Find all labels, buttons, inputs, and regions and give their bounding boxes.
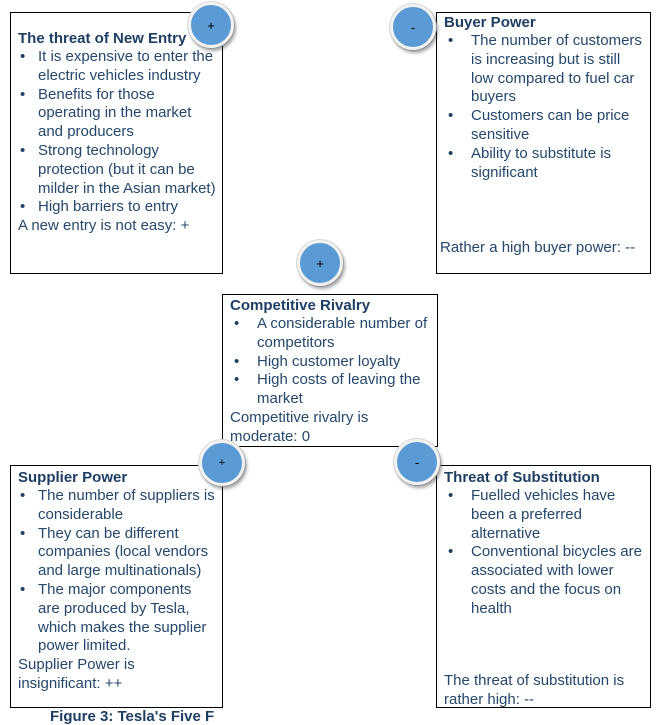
plus-sign-icon: + — [218, 457, 226, 469]
supplier-power-summary: Supplier Power is insignificant: ++ — [18, 656, 135, 692]
supplier-power-rating-badge: + — [199, 440, 245, 486]
list-item: They can be different companies (local v… — [18, 525, 216, 581]
supplier-power-list: The number of suppliers is considerable … — [18, 487, 216, 656]
rivalry-title: Competitive Rivalry — [230, 297, 371, 314]
list-item: A considerable number of competitors — [230, 315, 431, 353]
supplier-power-title: Supplier Power — [18, 469, 128, 486]
new-entry-rating-badge: + — [188, 2, 234, 48]
figure-caption: Figure 3: Tesla's Five F — [50, 708, 215, 725]
plus-sign-icon: + — [316, 255, 324, 271]
list-item: The number of suppliers is considerable — [18, 487, 216, 525]
list-item: Benefits for those operating in the mark… — [18, 86, 216, 142]
new-entry-box: The threat of New Entry It is expensive … — [10, 12, 223, 274]
list-item: High customer loyalty — [230, 353, 431, 372]
plus-sign-icon: + — [207, 17, 215, 33]
rivalry-list: A considerable number of competitors Hig… — [230, 315, 431, 409]
new-entry-title: The threat of New Entry — [18, 30, 187, 47]
list-item: Customers can be price sensitive — [444, 107, 644, 145]
buyer-power-box: Buyer Power The number of customers is i… — [436, 12, 651, 274]
buyer-power-rating-badge: - — [390, 4, 436, 50]
substitution-box: Threat of Substitution Fuelled vehicles … — [436, 465, 651, 708]
substitution-summary: The threat of substitution is rather hig… — [444, 672, 625, 708]
list-item: The major components are produced by Tes… — [18, 581, 216, 656]
buyer-power-title: Buyer Power — [444, 14, 536, 31]
minus-sign-icon: - — [410, 19, 416, 35]
substitution-title: Threat of Substitution — [444, 469, 600, 486]
list-item: It is expensive to enter the electric ve… — [18, 48, 216, 86]
list-item: High costs of leaving the market — [230, 371, 431, 409]
rivalry-summary: Competitive rivalry is moderate: 0 — [230, 408, 369, 445]
substitution-list: Fuelled vehicles have been a preferred a… — [444, 487, 644, 619]
list-item: Ability to substitute is significant — [444, 145, 644, 183]
rivalry-rating-badge: + — [297, 240, 343, 286]
rivalry-box: Competitive Rivalry A considerable numbe… — [222, 294, 438, 447]
minus-sign-icon: - — [414, 454, 420, 470]
list-item: High barriers to entry — [18, 198, 216, 217]
buyer-power-list: The number of customers is increasing bu… — [444, 32, 644, 182]
list-item: Strong technology protection (but it can… — [18, 142, 216, 198]
new-entry-list: It is expensive to enter the electric ve… — [18, 48, 216, 217]
supplier-power-box: Supplier Power The number of suppliers i… — [10, 465, 223, 708]
substitution-rating-badge: - — [394, 439, 440, 485]
buyer-power-summary: Rather a high buyer power: -- — [440, 239, 636, 256]
list-item: Fuelled vehicles have been a preferred a… — [444, 487, 644, 543]
list-item: Conventional bicycles are associated wit… — [444, 543, 644, 618]
new-entry-summary: A new entry is not easy: + — [18, 217, 190, 235]
list-item: The number of customers is increasing bu… — [444, 32, 644, 107]
